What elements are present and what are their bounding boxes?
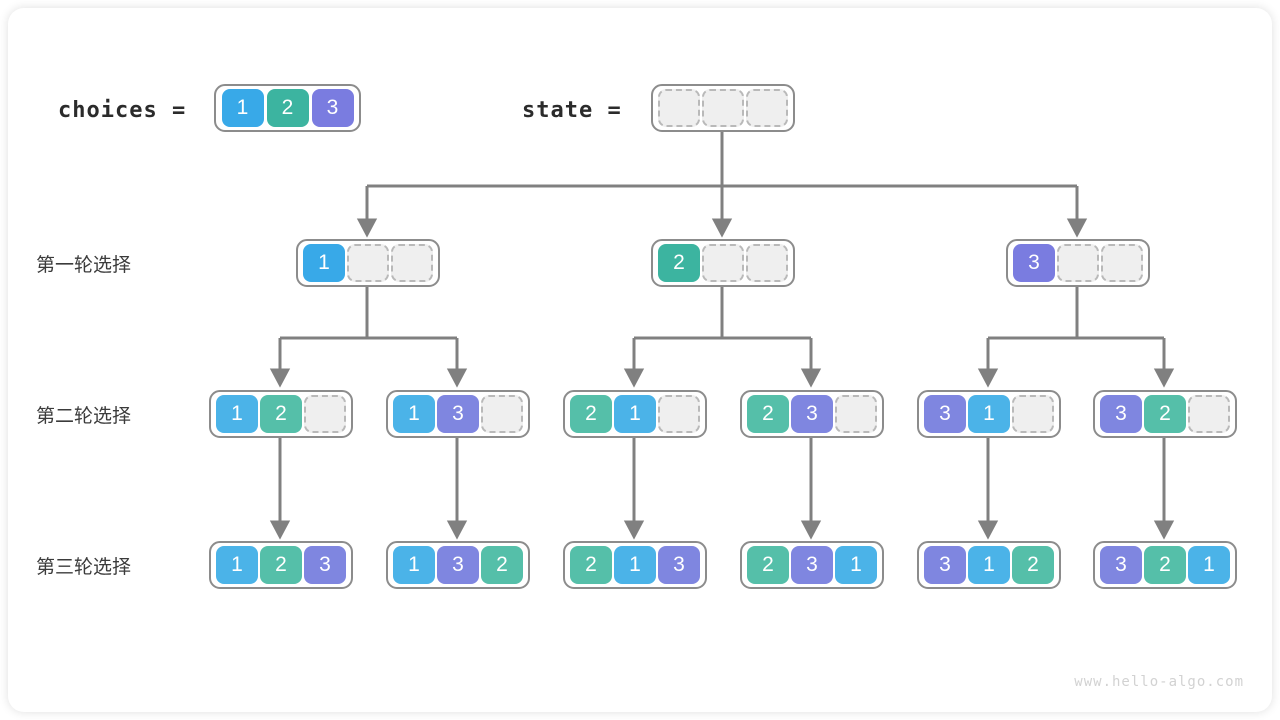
- state-cell-0: [658, 89, 700, 127]
- level3-node-4-cell-0: 3: [924, 546, 966, 584]
- choices-cell-0: 1: [221, 89, 264, 127]
- level2-node-0-cell-2: [304, 395, 346, 433]
- level1-node-0-cell-2: [391, 244, 433, 282]
- level3-node-1-cell-1: 3: [437, 546, 479, 584]
- state-cell-1: [702, 89, 744, 127]
- level3-node-3-cell-1: 3: [791, 546, 833, 584]
- level3-node-1-cell-2: 2: [481, 546, 523, 584]
- level3-node-4-cell-1: 1: [968, 546, 1010, 584]
- level1-node-2-cell-0: 3: [1013, 244, 1055, 282]
- level1-node-2-cell-2: [1101, 244, 1143, 282]
- row-label-round-3: 第三轮选择: [36, 557, 132, 578]
- level2-node-4-cell-1: 1: [968, 395, 1010, 433]
- level3-node-4: 3 1 2: [917, 541, 1061, 589]
- level1-node-0-cell-0: 1: [303, 244, 345, 282]
- choices-cell-2: 3: [311, 89, 354, 127]
- level1-node-2-cell-1: [1057, 244, 1099, 282]
- level1-node-1-cell-2: [746, 244, 788, 282]
- level3-node-3-cell-2: 1: [835, 546, 877, 584]
- row-label-round-1: 第一轮选择: [36, 255, 132, 276]
- level3-node-0-cell-0: 1: [216, 546, 258, 584]
- level2-node-1-cell-1: 3: [437, 395, 479, 433]
- state-array: [651, 84, 795, 132]
- level3-node-0-cell-2: 3: [304, 546, 346, 584]
- level2-node-3-cell-0: 2: [747, 395, 789, 433]
- level1-node-0: 1: [296, 239, 440, 287]
- card-frame: [8, 8, 1272, 712]
- choices-label: choices =: [58, 98, 187, 123]
- level1-node-0-cell-1: [347, 244, 389, 282]
- level1-node-1-cell-1: [702, 244, 744, 282]
- level3-node-2: 2 1 3: [563, 541, 707, 589]
- level2-node-4-cell-0: 3: [924, 395, 966, 433]
- level2-node-5-cell-2: [1188, 395, 1230, 433]
- choices-array: 1 2 3: [214, 84, 361, 132]
- level2-node-3-cell-2: [835, 395, 877, 433]
- level3-node-5-cell-2: 1: [1188, 546, 1230, 584]
- level2-node-0: 1 2: [209, 390, 353, 438]
- level2-node-5: 3 2: [1093, 390, 1237, 438]
- state-cell-2: [746, 89, 788, 127]
- level3-node-1: 1 3 2: [386, 541, 530, 589]
- level3-node-2-cell-1: 1: [614, 546, 656, 584]
- level2-node-0-cell-1: 2: [260, 395, 302, 433]
- level3-node-0-cell-1: 2: [260, 546, 302, 584]
- level2-node-2-cell-1: 1: [614, 395, 656, 433]
- row-label-round-2: 第二轮选择: [36, 406, 132, 427]
- level3-node-5-cell-1: 2: [1144, 546, 1186, 584]
- level2-node-3: 2 3: [740, 390, 884, 438]
- level2-node-1-cell-0: 1: [393, 395, 435, 433]
- level3-node-1-cell-0: 1: [393, 546, 435, 584]
- level2-node-2-cell-0: 2: [570, 395, 612, 433]
- level3-node-2-cell-0: 2: [570, 546, 612, 584]
- state-label: state =: [522, 98, 622, 123]
- level2-node-2: 2 1: [563, 390, 707, 438]
- level3-node-5-cell-0: 3: [1100, 546, 1142, 584]
- level2-node-1-cell-2: [481, 395, 523, 433]
- level2-node-4-cell-2: [1012, 395, 1054, 433]
- level1-node-1: 2: [651, 239, 795, 287]
- level2-node-3-cell-1: 3: [791, 395, 833, 433]
- level3-node-2-cell-2: 3: [658, 546, 700, 584]
- level1-node-2: 3: [1006, 239, 1150, 287]
- level2-node-4: 3 1: [917, 390, 1061, 438]
- level2-node-0-cell-0: 1: [216, 395, 258, 433]
- level2-node-5-cell-0: 3: [1100, 395, 1142, 433]
- watermark: www.hello-algo.com: [1074, 674, 1244, 690]
- level2-node-5-cell-1: 2: [1144, 395, 1186, 433]
- level2-node-1: 1 3: [386, 390, 530, 438]
- choices-cell-1: 2: [266, 89, 309, 127]
- level3-node-3: 2 3 1: [740, 541, 884, 589]
- level3-node-0: 1 2 3: [209, 541, 353, 589]
- level3-node-4-cell-2: 2: [1012, 546, 1054, 584]
- level3-node-3-cell-0: 2: [747, 546, 789, 584]
- level2-node-2-cell-2: [658, 395, 700, 433]
- level1-node-1-cell-0: 2: [658, 244, 700, 282]
- level3-node-5: 3 2 1: [1093, 541, 1237, 589]
